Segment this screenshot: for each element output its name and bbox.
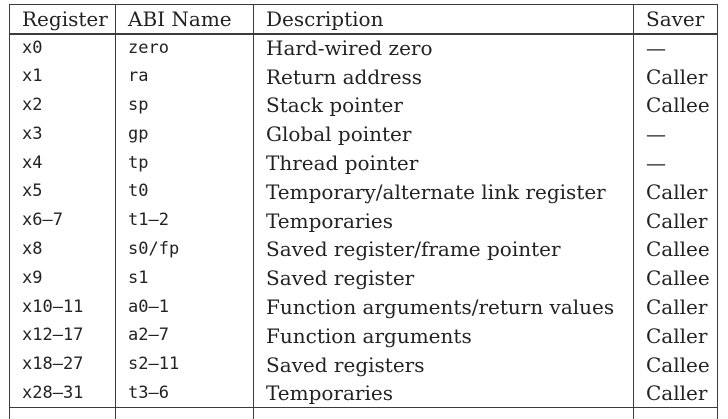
cell-description: Saved register/frame pointer (253, 235, 634, 264)
cell-description: Temporary/alternate link register (253, 177, 634, 207)
column-header-description: Description (253, 4, 634, 35)
cell-description: Temporaries (253, 206, 634, 236)
cell-description: Return address (253, 62, 634, 92)
cell-saver: — (633, 33, 718, 63)
cell-description: Saved registers (253, 350, 634, 380)
cell-empty (633, 407, 718, 419)
cell-description: Hard-wired zero (253, 33, 634, 63)
cell-abi-name: a2–7 (115, 321, 254, 351)
cell-empty (253, 407, 634, 419)
cell-description: Global pointer (253, 119, 634, 149)
cell-description: Function arguments/return values (253, 292, 634, 322)
cell-abi-name: zero (115, 33, 254, 63)
cell-abi-name: s1 (115, 263, 254, 293)
cell-register: x2 (9, 91, 116, 120)
cell-register: x12–17 (9, 321, 116, 351)
cell-register: x3 (9, 119, 116, 149)
cell-register: x9 (9, 263, 116, 293)
cell-abi-name: t1–2 (115, 206, 254, 236)
cell-description: Function arguments (253, 321, 634, 351)
cell-saver: Callee (633, 263, 718, 293)
cell-abi-name: s0/fp (115, 235, 254, 264)
cell-saver: — (633, 119, 718, 149)
cell-register: x28–31 (9, 379, 116, 408)
cell-abi-name: gp (115, 119, 254, 149)
cell-saver: Caller (633, 62, 718, 92)
column-header-abi-name: ABI Name (115, 4, 254, 35)
cell-saver: Callee (633, 235, 718, 264)
cell-abi-name: ra (115, 62, 254, 92)
cell-register: x0 (9, 33, 116, 63)
cell-register: x6–7 (9, 206, 116, 236)
cell-empty (9, 407, 116, 419)
column-header-register: Register (9, 4, 116, 35)
cell-abi-name: a0–1 (115, 292, 254, 322)
table-row-partial-cutoff (9, 407, 718, 419)
cell-saver: Caller (633, 379, 718, 408)
cell-register: x4 (9, 148, 116, 178)
cell-description: Stack pointer (253, 91, 634, 120)
cell-description: Thread pointer (253, 148, 634, 178)
cell-saver: Caller (633, 177, 718, 207)
cell-register: x18–27 (9, 350, 116, 380)
cell-abi-name: t0 (115, 177, 254, 207)
cell-empty (115, 407, 254, 419)
cell-saver: Caller (633, 292, 718, 322)
cell-register: x1 (9, 62, 116, 92)
cell-saver: Callee (633, 350, 718, 380)
header-row: Register ABI Name Description Saver (9, 4, 718, 35)
column-header-saver: Saver (633, 4, 718, 35)
cell-abi-name: s2–11 (115, 350, 254, 380)
cell-description: Temporaries (253, 379, 634, 408)
cell-description: Saved register (253, 263, 634, 293)
cell-abi-name: tp (115, 148, 254, 178)
cell-saver: Caller (633, 206, 718, 236)
cell-abi-name: t3–6 (115, 379, 254, 408)
cell-register: x5 (9, 177, 116, 207)
cell-register: x10–11 (9, 292, 116, 322)
cell-saver: Caller (633, 321, 718, 351)
cell-register: x8 (9, 235, 116, 264)
cell-saver: Callee (633, 91, 718, 120)
cell-abi-name: sp (115, 91, 254, 120)
cell-saver: — (633, 148, 718, 178)
